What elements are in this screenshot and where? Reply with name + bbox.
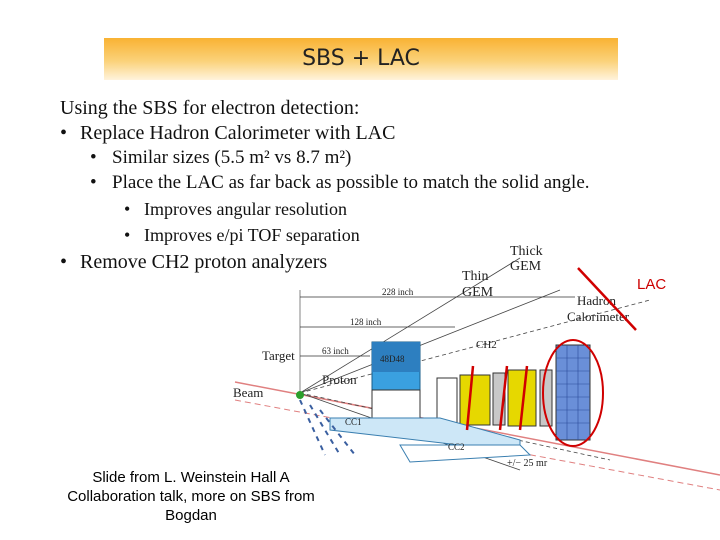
bullet-replace-hcal: Replace Hadron Calorimeter with LAC xyxy=(80,122,396,144)
label-target: Target xyxy=(262,348,295,363)
cross-out-hcal xyxy=(577,267,637,331)
label-thin: Thin xyxy=(462,269,488,284)
ch2-analyzer-1 xyxy=(459,374,491,426)
label-ch2: CH2 xyxy=(476,339,497,351)
label-228-inch: 228 inch xyxy=(382,287,414,297)
hadron-calorimeter xyxy=(555,344,591,441)
label-thick: Thick xyxy=(510,244,543,259)
bullet-dot: • xyxy=(60,251,68,273)
magnet-upper xyxy=(372,342,420,372)
label-128-inch: 128 inch xyxy=(350,317,382,327)
bullet-dot: • xyxy=(60,122,68,144)
thin-gem xyxy=(436,377,458,424)
cross-out-ch2-3 xyxy=(518,365,529,431)
beamline-dashes xyxy=(299,399,356,456)
label-mr: +/− 25 mr xyxy=(507,458,548,469)
label-hadron: Hadron xyxy=(577,293,616,308)
bullet-similar-sizes: Similar sizes (5.5 m² vs 8.7 m²) xyxy=(112,147,352,168)
label-beam: Beam xyxy=(233,385,263,400)
bullet-place-lac: Place the LAC as far back as possible to… xyxy=(112,172,590,193)
label-thick-gem: GEM xyxy=(510,259,542,274)
bullet-intro: Using the SBS for electron detection: xyxy=(60,97,360,119)
cc2-box xyxy=(399,444,532,463)
target-marker xyxy=(296,391,304,399)
bullet-angular-resolution: Improves angular resolution xyxy=(144,199,347,219)
lac-circle xyxy=(542,339,604,447)
label-cc1: CC1 xyxy=(345,417,362,427)
lac-label: LAC xyxy=(637,276,667,293)
acceptance-line xyxy=(299,257,521,394)
bullet-tof-separation: Improves e/pi TOF separation xyxy=(144,225,360,245)
bullet-dot: • xyxy=(124,199,131,219)
slide-caption: Slide from L. Weinstein Hall A Collabora… xyxy=(67,469,315,524)
acceptance-line xyxy=(299,299,651,394)
acceptance-line xyxy=(299,289,561,394)
bullet-dot: • xyxy=(90,172,97,193)
calorimeter-grid xyxy=(556,345,590,440)
label-calorimeter: Calorimeter xyxy=(567,309,630,324)
bullet-dot: • xyxy=(90,147,97,168)
label-thin-gem: GEM xyxy=(462,285,494,300)
bullet-remove-ch2: Remove CH2 proton analyzers xyxy=(80,251,328,273)
bullet-dot: • xyxy=(124,225,131,245)
label-63-inch: 63 inch xyxy=(322,346,349,356)
slide-title: SBS + LAC xyxy=(302,46,420,71)
label-48d48: 48D48 xyxy=(380,354,405,364)
title-bar xyxy=(104,38,618,80)
label-proton: Proton xyxy=(322,372,357,387)
label-cc2: CC2 xyxy=(448,442,465,452)
cross-out-ch2-2 xyxy=(498,365,509,431)
cross-out-ch2-1 xyxy=(465,365,475,431)
acceptance-line xyxy=(299,392,611,461)
